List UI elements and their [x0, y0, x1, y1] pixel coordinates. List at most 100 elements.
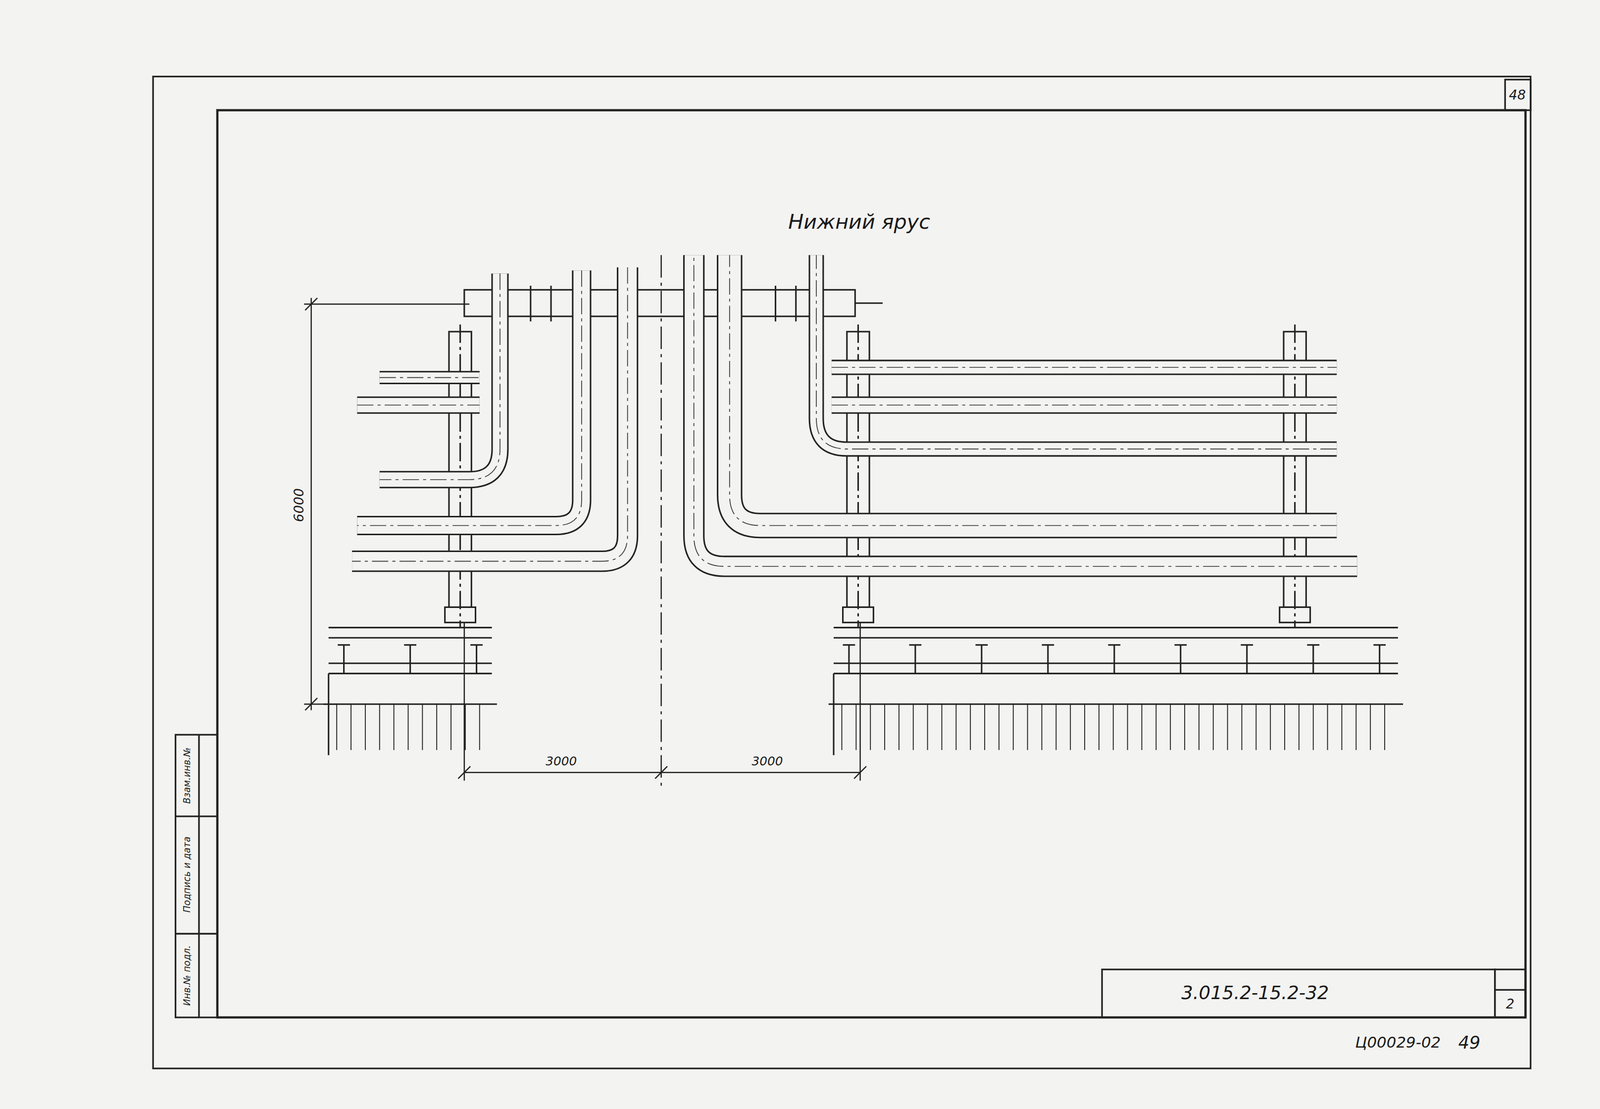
- pipe-axis: [694, 254, 1358, 567]
- hatch: [1255, 703, 1257, 750]
- hatch: [955, 703, 957, 750]
- stud: [1312, 645, 1314, 674]
- hatch: [464, 703, 466, 750]
- hatch: [869, 703, 871, 750]
- hatch: [1041, 703, 1043, 750]
- hatch: [898, 703, 900, 750]
- hatch: [941, 703, 943, 750]
- stamp-label: Инв.№ подл.: [183, 945, 193, 1006]
- stud: [1373, 644, 1386, 646]
- pipe-axis: [351, 267, 628, 562]
- pipe-axis: [356, 404, 480, 406]
- hatch: [855, 703, 857, 750]
- page-number: 48: [1508, 88, 1526, 102]
- hatch: [927, 703, 929, 750]
- bolt-mark: [795, 285, 797, 322]
- hatch: [1012, 703, 1014, 750]
- pipe-body: [816, 254, 1337, 450]
- hatch: [1169, 703, 1171, 750]
- dimension: 3000: [751, 754, 784, 768]
- pipe-body: [351, 267, 628, 562]
- stud: [1113, 645, 1115, 674]
- hatch: [421, 703, 423, 750]
- bolt-mark: [550, 285, 552, 322]
- hatch: [336, 703, 338, 750]
- hatch: [1327, 703, 1329, 750]
- stamp-label: Подпись и дата: [183, 836, 193, 913]
- hatch: [1227, 703, 1229, 750]
- hatch: [1027, 703, 1029, 750]
- trestle-line: [328, 637, 493, 639]
- trestle-edge: [832, 673, 835, 755]
- hatch: [1341, 703, 1343, 750]
- hatch: [1155, 703, 1157, 750]
- pipe-outline: [831, 359, 1337, 376]
- hatch: [1098, 703, 1100, 750]
- stamp-label: Взам.инв.№: [183, 747, 193, 804]
- hatch: [912, 703, 914, 750]
- trestle-line: [833, 626, 1399, 629]
- pipes: [351, 254, 1357, 567]
- pipe-body: [831, 361, 1337, 374]
- hatch: [1241, 703, 1243, 750]
- pipe-outline: [694, 254, 1358, 567]
- hatch: [1284, 703, 1286, 750]
- hatch: [407, 703, 409, 750]
- hatch: [1112, 703, 1114, 750]
- hatch: [841, 703, 843, 750]
- hatch: [1312, 703, 1314, 750]
- stud: [470, 644, 483, 646]
- stud: [980, 645, 983, 674]
- hatch: [436, 703, 438, 750]
- stud: [909, 644, 922, 646]
- stud: [848, 645, 850, 674]
- pipe-body: [356, 270, 582, 526]
- hatch: [884, 703, 886, 750]
- bolt-mark: [529, 285, 532, 322]
- stud: [1179, 645, 1182, 674]
- stud: [403, 644, 417, 646]
- stud: [1041, 644, 1054, 646]
- pipe-body: [694, 254, 1358, 567]
- hatch: [350, 703, 352, 750]
- hatch: [998, 703, 1000, 750]
- hatch: [984, 703, 986, 750]
- pipe-body: [831, 398, 1337, 413]
- hatch: [393, 703, 395, 750]
- pipe-axis: [816, 254, 1337, 450]
- pipe-body: [356, 398, 480, 413]
- stud: [343, 645, 345, 674]
- hatch: [1298, 703, 1300, 750]
- bolt-mark: [774, 285, 777, 322]
- hatch: [1127, 703, 1129, 750]
- pipe-body: [729, 254, 1337, 526]
- pipe-outline: [729, 254, 1337, 526]
- hatch: [1269, 703, 1271, 750]
- page-number: 49: [1458, 1034, 1481, 1052]
- pipe-axis: [831, 404, 1337, 406]
- hatch: [1084, 703, 1086, 750]
- stud: [1174, 644, 1187, 646]
- stud: [1047, 645, 1049, 674]
- trestle-edge: [327, 673, 330, 755]
- pipe-axis: [729, 254, 1337, 526]
- hatch: [364, 703, 366, 750]
- stud: [475, 645, 478, 674]
- drawing-title: Нижний ярус: [788, 211, 931, 232]
- trestle-line: [328, 626, 493, 629]
- hatch: [1369, 703, 1371, 750]
- drawing-code: 3.015.2-15.2-32: [1181, 983, 1329, 1002]
- hatch: [1384, 703, 1386, 750]
- stud: [1306, 644, 1320, 646]
- trestle-line: [833, 637, 1399, 639]
- pipe-outline: [356, 270, 582, 526]
- stud: [843, 644, 856, 646]
- pipe-axis: [831, 366, 1337, 368]
- ground-line: [828, 703, 1403, 705]
- pipe-outline: [356, 396, 480, 414]
- hatch: [450, 703, 452, 750]
- hatch: [1355, 703, 1357, 750]
- stud: [914, 645, 916, 674]
- hatch: [1069, 703, 1071, 750]
